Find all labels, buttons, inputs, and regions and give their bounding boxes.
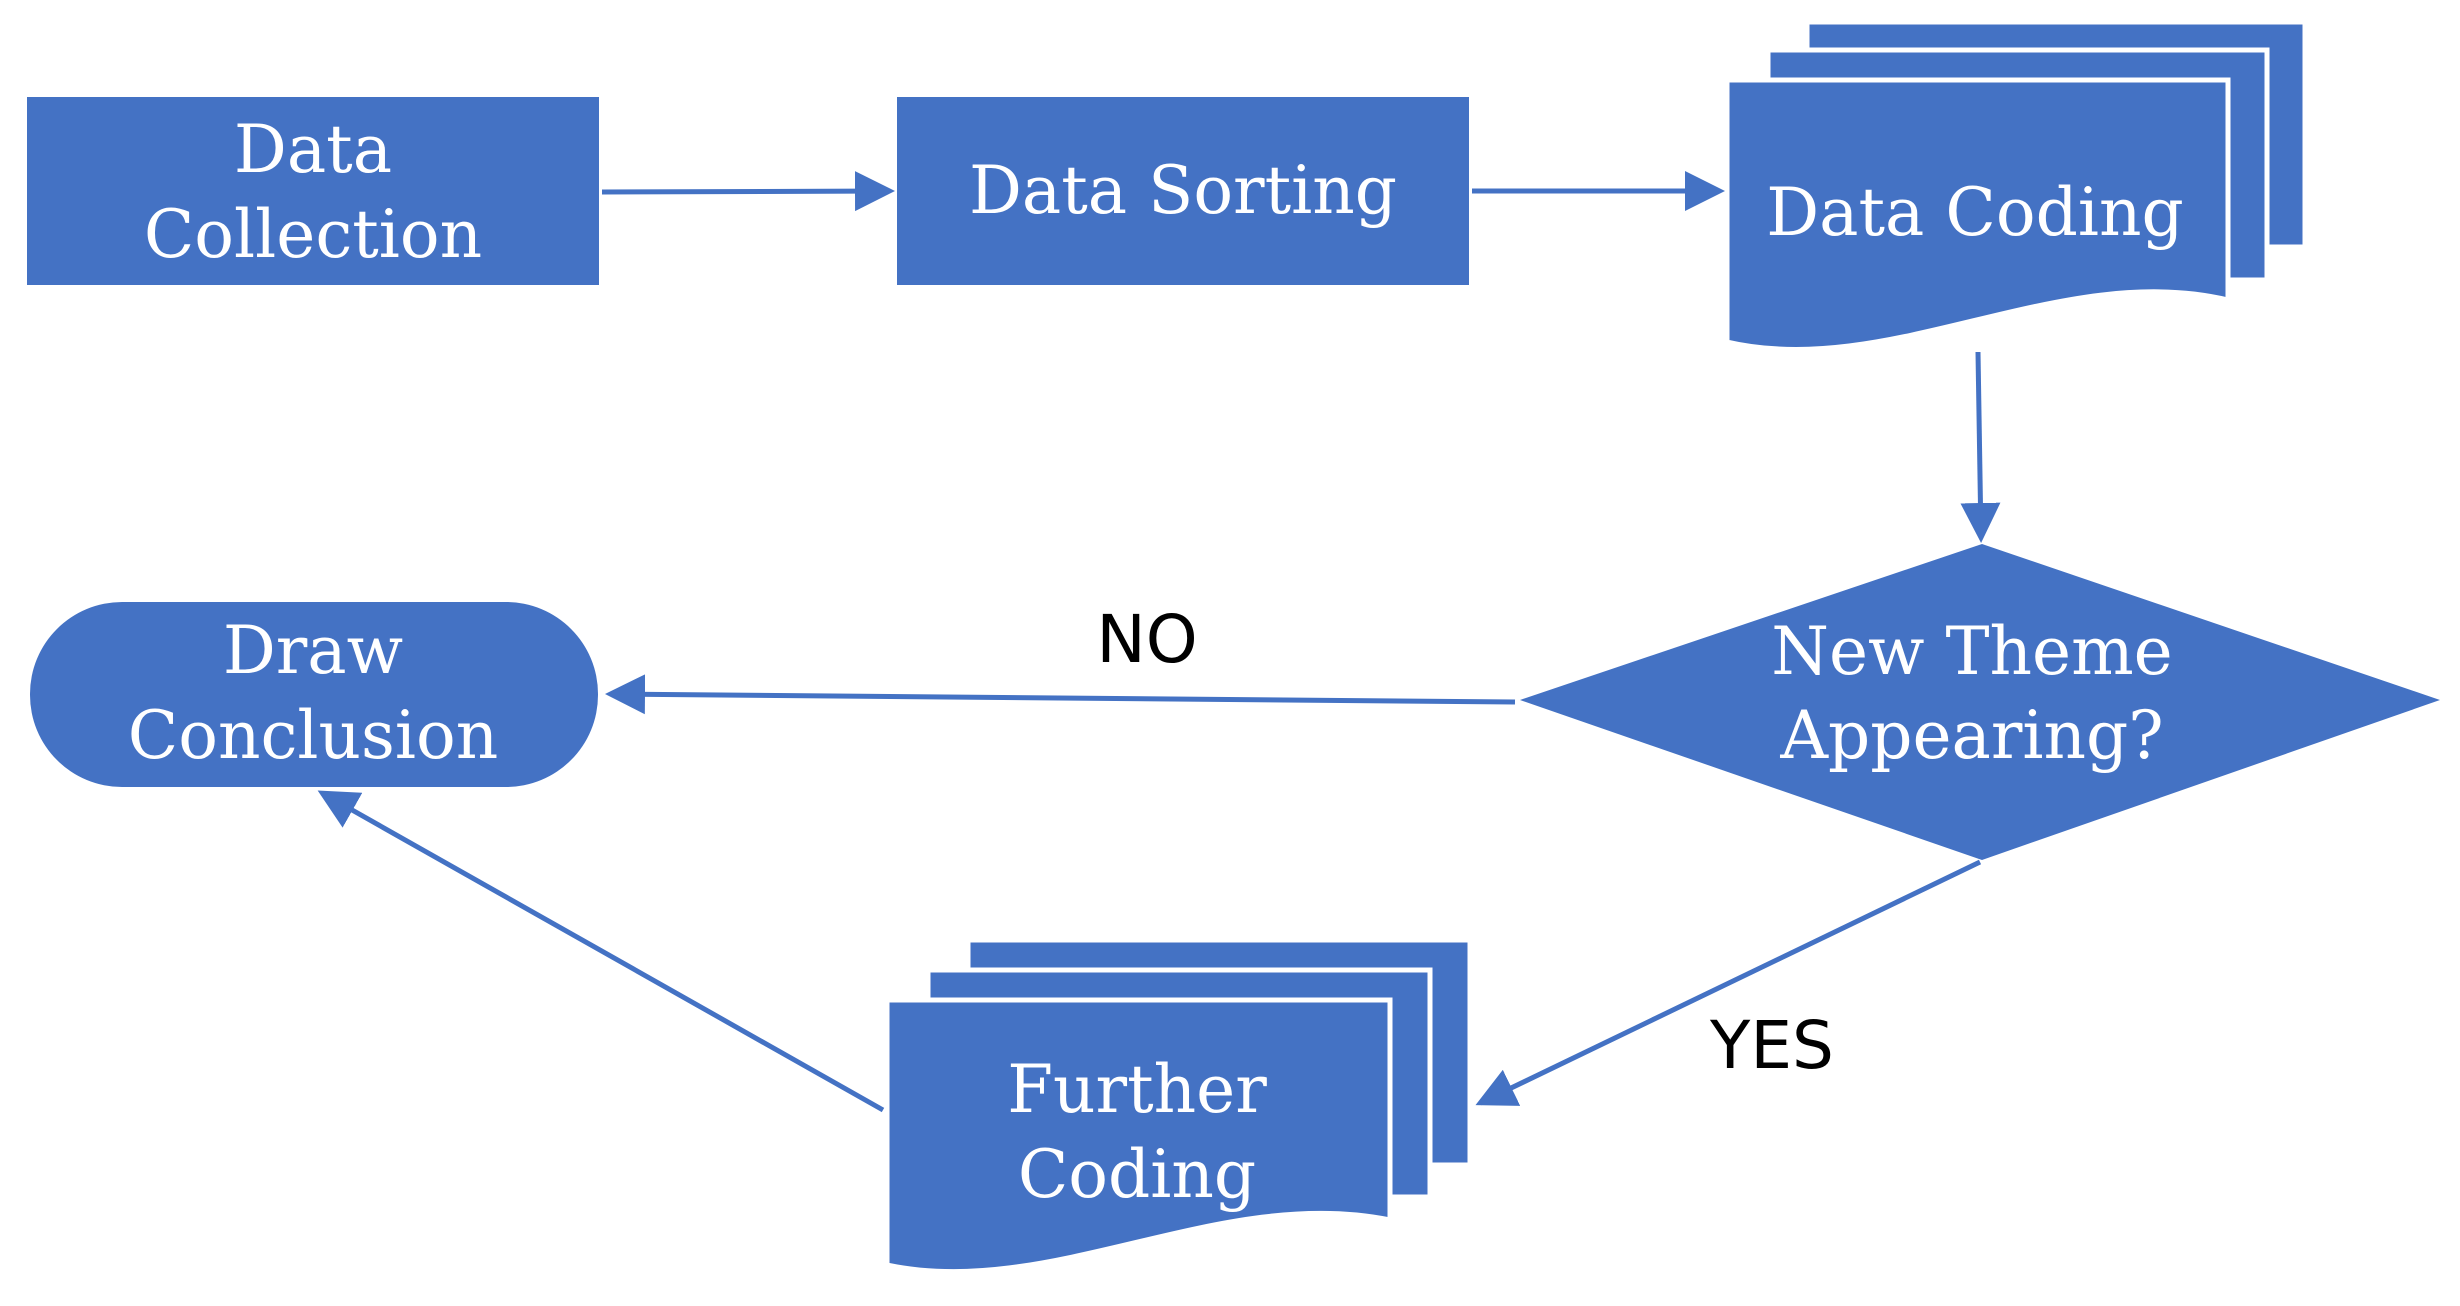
further-coding-label-line1: Further [1007,1051,1267,1128]
arrow-decision-no-to-conclusion [605,674,1516,715]
data-collection-label-line2: Collection [144,196,482,273]
data-sorting-box [897,97,1469,285]
data-coding-label: Data Coding [1766,174,2183,251]
data-coding-doc-front [1724,77,2231,352]
further-coding-label-line2: Coding [1018,1136,1256,1213]
new-theme-label-line2: Appearing? [1779,697,2163,774]
node-data-coding: Data Coding [1724,19,2308,352]
node-data-collection: Data Collection [27,97,599,285]
arrow-collection-to-sorting [601,171,895,212]
data-sorting-label: Data Sorting [969,152,1397,229]
arrow-coding-to-decision [1960,351,2001,543]
node-data-sorting: Data Sorting [897,97,1469,285]
arrow-further-coding-to-conclusion [317,790,885,1113]
edge-label-no: NO [1096,601,1197,678]
decision-diamond [1520,544,2440,860]
arrow-decision-yes-to-further-coding [1475,859,1982,1106]
data-collection-label-line1: Data [234,111,392,188]
node-further-coding: Further Coding [884,937,1473,1275]
draw-conclusion-terminator [30,602,598,787]
draw-conclusion-label-line1: Draw [223,612,403,689]
new-theme-label-line1: New Theme [1771,613,2173,690]
edge-label-yes: YES [1709,1007,1834,1084]
node-new-theme-decision: New Theme Appearing? [1520,544,2440,860]
data-collection-box [27,97,599,285]
further-coding-doc-front [884,997,1393,1275]
draw-conclusion-label-line2: Conclusion [128,697,499,774]
node-draw-conclusion: Draw Conclusion [30,602,598,787]
